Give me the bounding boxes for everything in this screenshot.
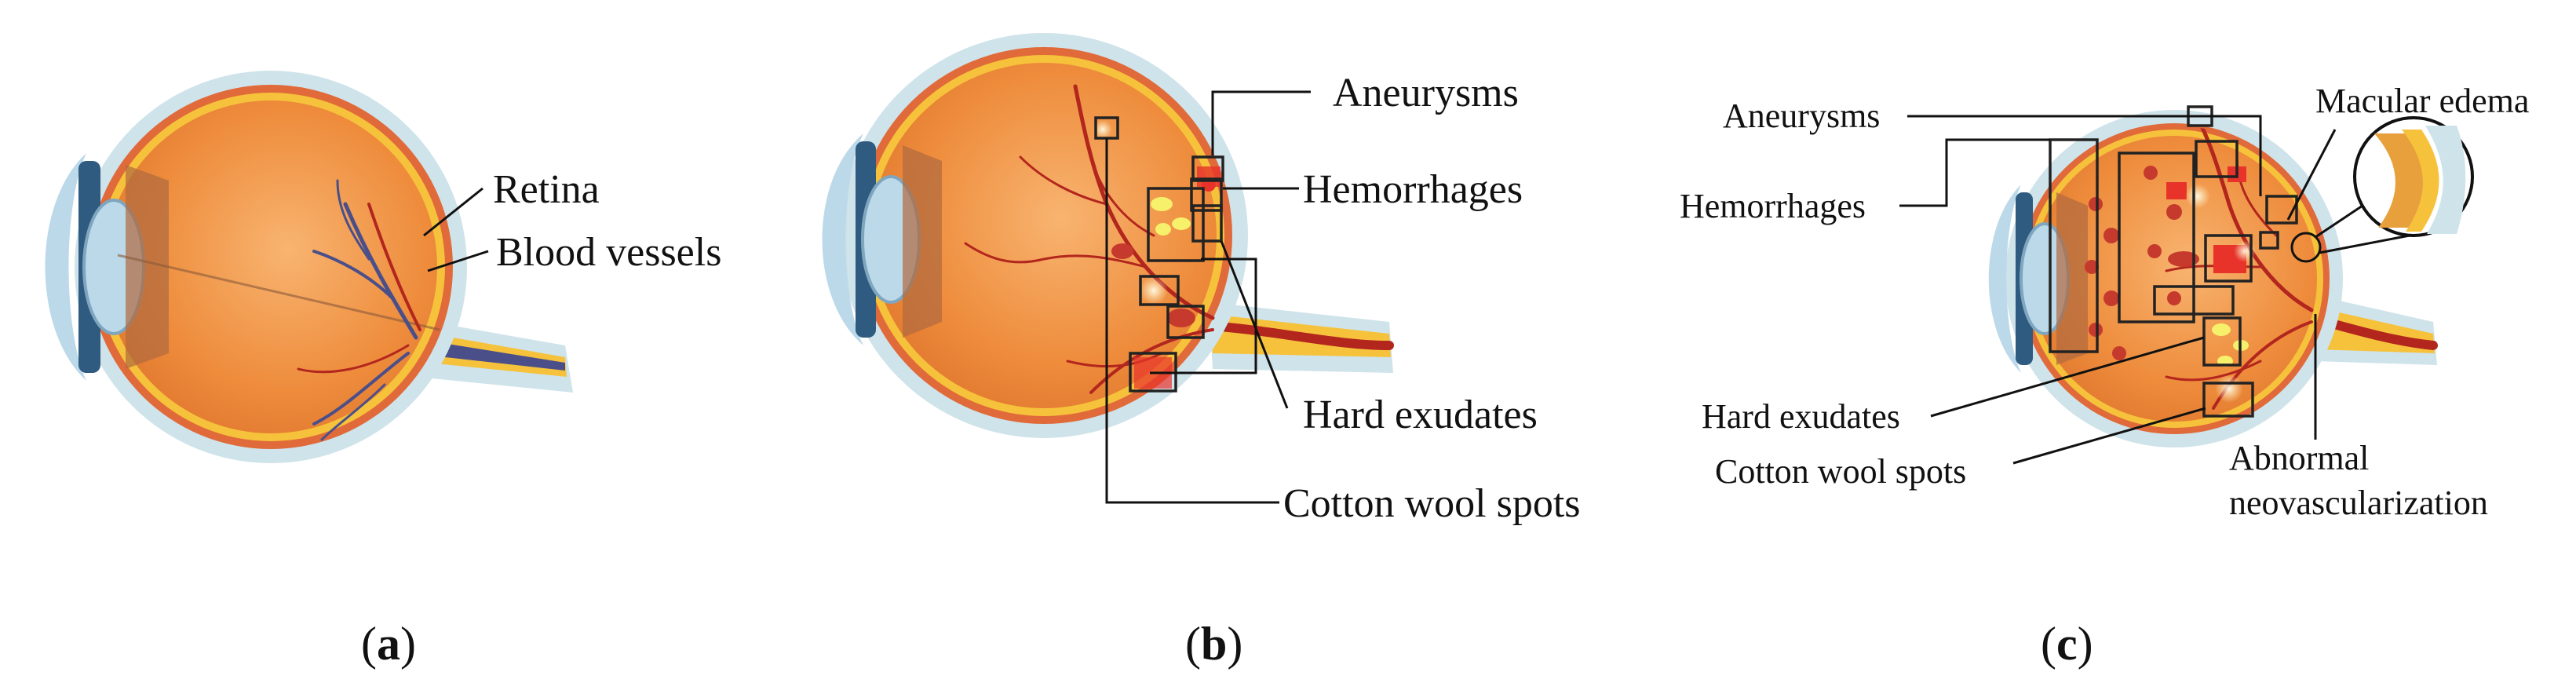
cornea: [822, 133, 863, 345]
retina-label: Retina: [493, 167, 600, 212]
aneurysms-label: Aneurysms: [1723, 97, 1880, 135]
hard-exudates-label: Hard exudates: [1702, 397, 1900, 436]
caption-b: (b): [1185, 618, 1242, 670]
cotton-wool-spots-label: Cotton wool spots: [1283, 481, 1581, 526]
vitreous-body: [104, 100, 437, 433]
hard-exudates-label: Hard exudates: [1303, 393, 1538, 437]
caption-c: (c): [2041, 618, 2093, 670]
panel-a: Retina Blood vessels (a): [45, 71, 721, 670]
panel-b: Aneurysms Hemorrhages Hard exudates Cott…: [822, 33, 1581, 670]
neovascularization-label: neovascularization: [2229, 484, 2488, 522]
lesions: [1093, 120, 1220, 389]
blood-vessels-label: Blood vessels: [496, 230, 721, 275]
vitreous-body: [871, 63, 1217, 408]
caption-a: (a): [361, 618, 416, 670]
vitreous-body: [2031, 136, 2317, 422]
cornea: [1988, 184, 2021, 373]
retinal-vessels: [297, 179, 421, 441]
macular-edema-label: Macular edema: [2315, 82, 2529, 120]
abnormal-label: Abnormal: [2229, 439, 2369, 477]
hemorrhages-label: Hemorrhages: [1680, 187, 1866, 225]
cotton-wool-spots-label: Cotton wool spots: [1715, 452, 1966, 491]
cornea: [45, 153, 86, 381]
aneurysms-label: Aneurysms: [1333, 71, 1519, 115]
hemorrhages-label: Hemorrhages: [1303, 167, 1523, 212]
panel-c: Aneurysms Hemorrhages Macular edema Hard…: [1680, 82, 2529, 670]
macular-edema-inset: [2290, 116, 2474, 263]
